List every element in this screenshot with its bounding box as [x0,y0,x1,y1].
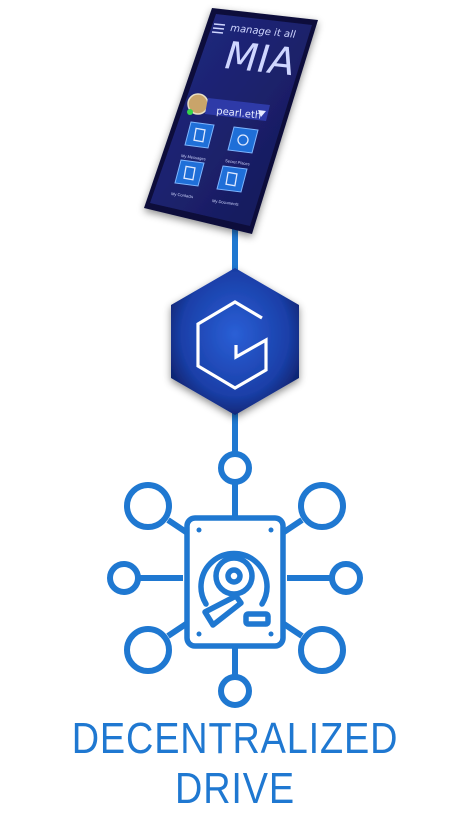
g-cube-icon [196,300,268,390]
node-right [329,561,363,595]
tile-label: My Documents [212,198,239,207]
account-selector[interactable] [205,98,270,121]
messages-icon [193,127,206,143]
tile-my-contacts[interactable]: My Contacts [171,159,205,199]
online-status-dot [187,109,193,115]
diagram-caption: DECENTRALIZED DRIVE [71,714,399,813]
account-username: pearl.eth [216,106,262,122]
node-lower-left [124,626,172,674]
menu-icon[interactable] [211,23,226,34]
diagram-canvas: manage it all MIA pearl.eth My Messages … [107,8,363,708]
documents-icon [225,171,238,187]
tile-label: Secret Places [225,158,250,166]
tile-my-messages[interactable]: My Messages [181,121,215,161]
hard-drive-icon [184,515,286,649]
camera-icon [237,134,249,146]
phone-screen: manage it all MIA pearl.eth My Messages … [171,23,297,207]
contacts-icon [183,165,196,181]
tile-label: My Messages [181,153,206,161]
chevron-down-icon [258,110,266,117]
tile-my-documents[interactable]: My Documents [212,165,248,207]
node-top [218,451,252,485]
node-upper-right [298,482,346,530]
tile-secret-places[interactable]: Secret Places [225,126,259,166]
node-lower-right [298,626,346,674]
tile-label: My Contacts [171,191,194,199]
node-left [107,561,141,595]
node-upper-left [124,482,172,530]
node-bottom [218,674,252,708]
hexagon-logo [171,268,299,415]
app-title: MIA [223,33,297,84]
